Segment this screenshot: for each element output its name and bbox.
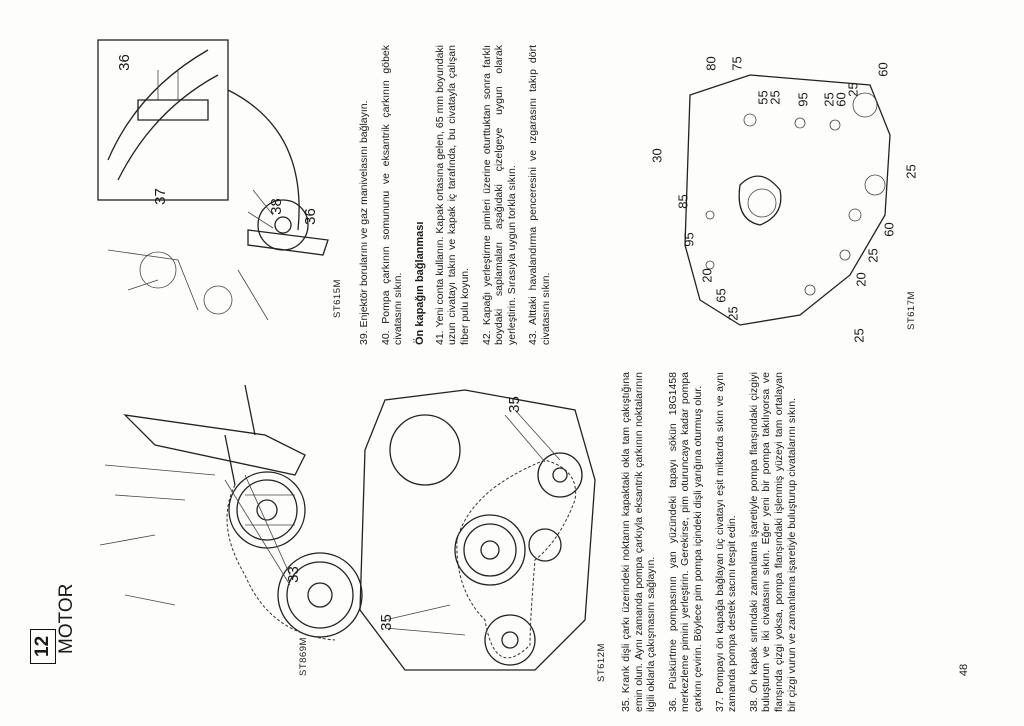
bolt-label: 20 — [699, 268, 715, 283]
paragraph-38: 38. Ön kapak sırtındaki zamanlama işaret… — [747, 372, 798, 712]
figure-code-st615m: ST615M — [332, 279, 343, 318]
bolt-label: 25 — [845, 82, 861, 97]
section-header: 12 MOTOR — [30, 554, 77, 664]
figure-st615m — [97, 39, 329, 321]
bolt-label: 25 — [903, 164, 919, 179]
section-title: MOTOR — [56, 583, 77, 654]
callout-36-top: 36 — [115, 54, 133, 71]
paragraph-43: 43. Alttaki havalandırma penceresini ve … — [527, 45, 552, 345]
figure-st869m — [99, 384, 363, 641]
bolt-label: 75 — [729, 56, 745, 71]
bolt-label: 85 — [675, 194, 691, 209]
callout-33: 33 — [284, 566, 302, 583]
figure-code-st617m: ST617M — [906, 291, 917, 330]
callout-35-top: 35 — [505, 396, 523, 413]
bolt-label: 20 — [853, 272, 869, 287]
figure-code-st612m: ST612M — [596, 643, 607, 682]
bolt-label: 25 — [865, 248, 881, 263]
page-number: 48 — [958, 663, 971, 677]
bolt-label: 80 — [703, 56, 719, 71]
bolt-label: 95 — [681, 232, 697, 247]
figure-code-st869m: ST869M — [298, 637, 309, 676]
callout-38: 38 — [267, 198, 285, 215]
bolt-label: 25 — [851, 328, 867, 343]
figure-st617m — [684, 74, 891, 326]
figure-st612m — [359, 389, 596, 671]
paragraph-39: 39. Enjektör borularını ve gaz manivelas… — [358, 100, 370, 345]
section-heading: Ön kapağın bağlanması — [413, 221, 426, 345]
bolt-label: 60 — [881, 222, 897, 237]
callout-36-bottom: 36 — [301, 208, 319, 225]
paragraph-41: 41. Yeni conta kullanın. Kapak ortasına … — [433, 45, 471, 345]
right-text-column: 39. Enjektör borularını ve gaz manivelas… — [358, 45, 608, 345]
paragraph-40: 40. Pompa çarkının somununu ve eksantrik… — [379, 45, 405, 345]
section-number-box: 12 — [30, 628, 56, 664]
left-text-column: 35. Krank dişli çarkı üzerindeki noktanı… — [620, 372, 960, 712]
paragraph-35: 35. Krank dişli çarkı üzerindeki noktanı… — [620, 372, 658, 712]
bolt-label: 60 — [875, 62, 891, 77]
paragraph-37: 37. Pompayı ön kapağa bağlayan üç civata… — [713, 372, 739, 712]
paragraph-36: 36. Püskürtme pompasının yan yüzündeki t… — [666, 372, 704, 712]
bolt-label: 25 — [725, 306, 741, 321]
bolt-label: 95 — [795, 92, 811, 107]
callout-35-left: 35 — [377, 614, 395, 631]
bolt-label: 65 — [713, 288, 729, 303]
bolt-label: 25 — [767, 90, 783, 105]
bolt-label: 30 — [649, 148, 665, 163]
callout-37: 37 — [151, 188, 169, 205]
paragraph-42: 42. Kapağı yerleştirme pimleri üzerine o… — [480, 45, 518, 345]
